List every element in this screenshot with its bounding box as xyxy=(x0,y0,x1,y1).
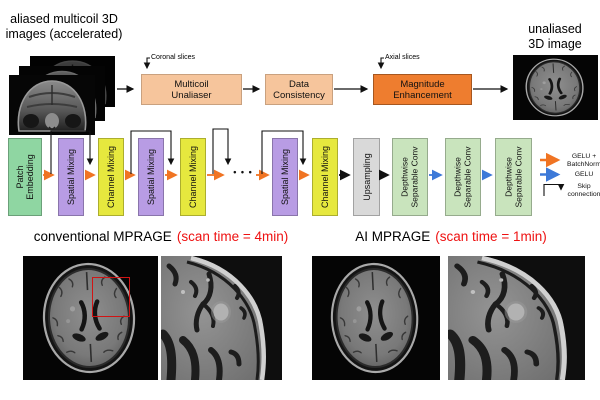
legend-item-gelu: GELU xyxy=(574,171,594,178)
block-channel-mixing-1: Channel Mixing xyxy=(98,138,124,216)
ai-zoom-image xyxy=(448,256,585,380)
conventional-zoom-image xyxy=(161,256,282,380)
block-spatial-mixing-2: Spatial Mixing xyxy=(138,138,164,216)
block-depthwise-separable-conv-3: Depthwise Separable Conv xyxy=(495,138,532,216)
ai-title: AI MPRAGE(scan time = 1min) xyxy=(355,229,547,244)
coronal-slices-label: Coronal slices xyxy=(151,54,195,61)
skip-connection-icon xyxy=(543,183,565,196)
block-upsampling: Upsampling xyxy=(353,138,380,216)
output-title: unaliased 3D image xyxy=(528,22,582,51)
block-spatial-mixing-3: Spatial Mixing xyxy=(272,138,298,216)
block-depthwise-separable-conv-1: Depthwise Separable Conv xyxy=(392,138,428,216)
legend-item-gelu-batchnorm: GELU + BatchNorm xyxy=(567,153,600,168)
block-depthwise-separable-conv-2: Depthwise Separable Conv xyxy=(445,138,481,216)
pipeline-box-magnitude-enhancement: Magnitude Enhancement xyxy=(373,74,472,105)
mri-coronal-image-front xyxy=(9,75,95,135)
axial-slices-label: Axial slices xyxy=(385,54,420,61)
input-title: aliased multicoil 3D images (accelerated… xyxy=(5,12,123,41)
conventional-brain-image xyxy=(23,256,158,380)
ellipsis-dots: • • • xyxy=(233,167,253,177)
block-spatial-mixing-1: Spatial Mixing xyxy=(58,138,84,216)
pipeline-box-data-consistency: Data Consistency xyxy=(265,74,333,105)
roi-box xyxy=(92,277,130,317)
block-channel-mixing-3: Channel Mixing xyxy=(312,138,338,216)
block-channel-mixing-2: Channel Mixing xyxy=(180,138,206,216)
output-mri-image xyxy=(513,55,598,120)
conventional-title: conventional MPRAGE(scan time = 4min) xyxy=(33,229,289,244)
legend-item-skip-connection: Skip connection xyxy=(567,183,600,198)
ai-brain-image xyxy=(312,256,440,380)
scan-time-badge-ai: (scan time = 1min) xyxy=(435,229,547,244)
pipeline-box-multicoil-unaliaser: Multicoil Unaliaser xyxy=(141,74,242,105)
scan-time-badge-conventional: (scan time = 4min) xyxy=(176,229,289,244)
block-patch-embedding: Patch Embedding xyxy=(8,138,42,216)
